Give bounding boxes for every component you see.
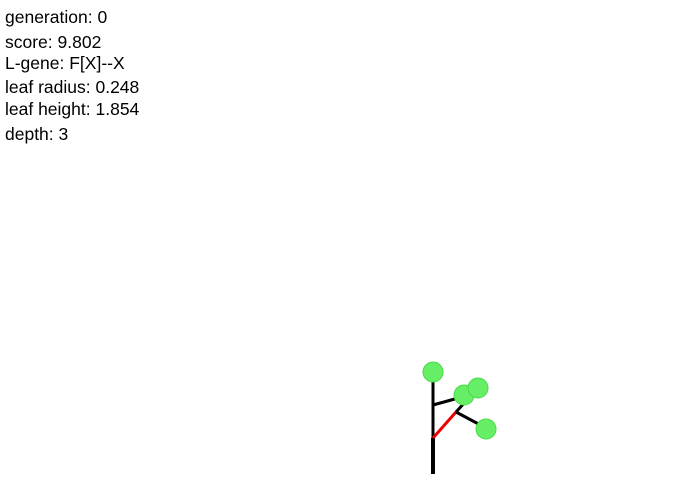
stat-label: leaf height (5, 99, 86, 119)
stat-value: 0.248 (95, 77, 140, 97)
stat-value: 9.802 (57, 32, 102, 52)
leaf (467, 377, 489, 399)
stat-value: 3 (58, 124, 69, 144)
stat-generation: generation: 0 (5, 7, 108, 27)
stat-score: score: 9.802 (5, 32, 102, 52)
stat-value: F[X]--X (69, 53, 125, 73)
stat-value: 0 (97, 7, 108, 27)
stat-label: score (5, 32, 48, 52)
stat-l-gene: L-gene: F[X]--X (5, 53, 125, 73)
plant (422, 361, 497, 474)
stat-depth: depth: 3 (5, 124, 69, 144)
stat-label: leaf radius (5, 77, 86, 97)
stat-label: generation (5, 7, 88, 27)
stat-label: depth (5, 124, 49, 144)
stat-leaf-height: leaf height: 1.854 (5, 99, 140, 119)
stat-leaf-radius: leaf radius: 0.248 (5, 77, 140, 97)
branch-diagonal (431, 411, 458, 439)
leaf (422, 361, 444, 383)
stat-label: L-gene (5, 53, 60, 73)
leaf (475, 418, 497, 440)
stat-value: 1.854 (95, 99, 140, 119)
